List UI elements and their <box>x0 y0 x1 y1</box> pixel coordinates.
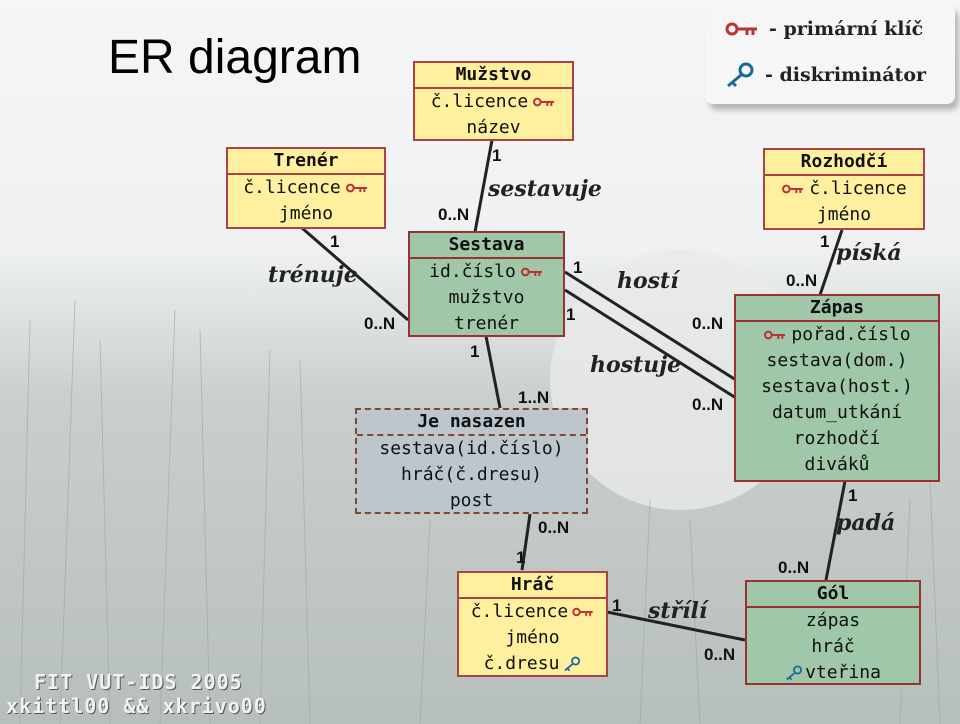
attribute: jméno <box>505 627 560 648</box>
cardinality: 1 <box>516 548 526 567</box>
entity-name: Gól <box>747 582 919 608</box>
cardinality: 1 <box>848 486 858 505</box>
cardinality: 0..N <box>364 314 396 333</box>
cardinality: 1 <box>330 232 340 251</box>
cardinality: 0..N <box>438 205 470 224</box>
attribute: č.licence <box>415 89 572 115</box>
attribute: hráč <box>811 636 855 657</box>
attribute: datum_utkání <box>771 402 903 423</box>
line-strili <box>606 610 746 642</box>
legend-primary-key: - primární klíč <box>725 18 923 40</box>
line-piska <box>818 229 844 296</box>
attribute: mužstvo <box>448 287 525 308</box>
attribute: jméno <box>278 203 334 224</box>
relationship-piska: píská <box>836 240 902 266</box>
attribute: sestava(dom.) <box>766 350 908 371</box>
entity-sestava[interactable]: Sestava id.číslo mužstvo trenér <box>408 231 565 337</box>
cardinality: 1 <box>612 596 622 615</box>
attribute: č.dresu <box>459 651 606 677</box>
cardinality: 1 <box>470 342 480 361</box>
relationship-hosti: hostí <box>617 268 679 294</box>
attribute: název <box>466 117 521 138</box>
cardinality: 1 <box>492 146 502 165</box>
primary-key-icon <box>572 607 593 617</box>
entity-name: Je nasazen <box>357 410 586 436</box>
entity-zapas[interactable]: Zápas pořad.číslo sestava(dom.) sestava(… <box>734 294 940 482</box>
line-sestavuje <box>473 139 494 233</box>
primary-key-icon <box>345 183 367 193</box>
attribute: č.licence <box>459 599 606 625</box>
primary-key-icon <box>520 267 542 277</box>
footer-course: FIT VUT-IDS 2005 <box>34 670 243 694</box>
primary-key-icon <box>764 330 786 340</box>
entity-hrac[interactable]: Hráč č.licence jméno č.dresu <box>457 571 608 677</box>
entity-name: Trenér <box>228 149 384 175</box>
attribute: pořad.číslo <box>736 322 938 348</box>
entity-je-nasazen[interactable]: Je nasazen sestava(id.číslo) hráč(č.dres… <box>355 408 588 514</box>
line-trenuje <box>301 226 409 322</box>
line-nasazen-sestava <box>484 335 502 409</box>
line-hostuje <box>564 288 737 400</box>
attribute: hráč(č.dresu) <box>401 464 542 485</box>
legend: - primární klíč - diskriminátor <box>705 4 955 104</box>
entity-gol[interactable]: Gól zápas hráč vteřina <box>745 580 921 685</box>
attribute: zápas <box>805 610 861 631</box>
cardinality: 1 <box>566 305 576 324</box>
cardinality: 0..N <box>786 271 818 290</box>
relationship-sestavuje: sestavuje <box>488 176 602 202</box>
entity-name: Mužstvo <box>415 63 572 89</box>
attribute: rozhodčí <box>793 428 881 449</box>
legend-primary-key-label: - primární klíč <box>769 18 924 40</box>
attribute: sestava(id.číslo) <box>379 438 564 459</box>
discriminator-key-icon <box>564 656 581 672</box>
primary-key-icon <box>782 184 804 194</box>
line-hosti <box>564 270 737 382</box>
entity-muzstvo[interactable]: Mužstvo č.licence název <box>413 61 574 141</box>
attribute: vteřina <box>747 660 919 686</box>
cardinality: 0..N <box>538 518 570 537</box>
cardinality: 1..N <box>518 388 550 407</box>
line-nasazen-hrac <box>520 513 532 571</box>
attribute: post <box>449 490 494 511</box>
line-pada <box>824 480 847 581</box>
entity-name: Zápas <box>736 296 938 322</box>
cardinality: 1 <box>573 258 583 277</box>
attribute: trenér <box>453 313 520 334</box>
entity-rozhodci[interactable]: Rozhodčí č.licence jméno <box>763 148 925 230</box>
entity-name: Sestava <box>410 233 563 259</box>
attribute: id.číslo <box>410 259 563 285</box>
cardinality: 0..N <box>704 645 736 664</box>
relationship-strili: střílí <box>648 598 708 624</box>
attribute: diváků <box>804 454 870 475</box>
attribute: sestava(host.) <box>761 376 913 397</box>
primary-key-icon <box>533 97 555 107</box>
cardinality: 0..N <box>692 395 724 414</box>
footer-authors: xkittl00 && xkrivo00 <box>6 694 267 718</box>
cardinality: 1 <box>820 232 830 251</box>
discriminator-key-icon <box>727 62 754 88</box>
relationship-hostuje: hostuje <box>590 352 682 378</box>
discriminator-key-icon <box>786 665 803 681</box>
cardinality: 0..N <box>778 558 810 577</box>
entity-trener[interactable]: Trenér č.licence jméno <box>226 147 386 229</box>
legend-discriminator: - diskriminátor <box>725 62 926 88</box>
page-title: ER diagram <box>108 31 362 84</box>
attribute: č.licence <box>228 175 384 201</box>
entity-name: Hráč <box>459 573 606 599</box>
attribute: č.licence <box>765 176 923 202</box>
cardinality: 0..N <box>692 314 724 333</box>
key-icon <box>725 22 757 36</box>
entity-name: Rozhodčí <box>765 150 923 176</box>
attribute: jméno <box>816 204 872 225</box>
relationship-trenuje: trénuje <box>268 262 358 288</box>
relationship-pada: padá <box>836 510 896 536</box>
legend-discriminator-label: - diskriminátor <box>765 64 926 86</box>
